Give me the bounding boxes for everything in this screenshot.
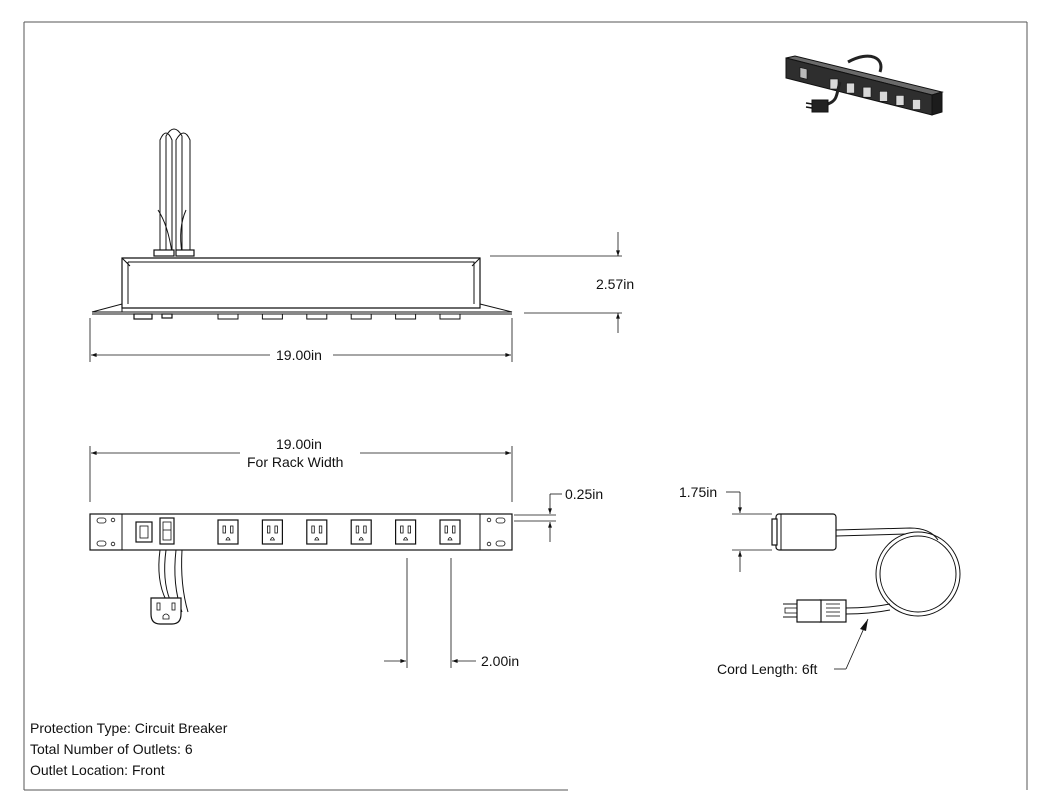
outlet-nub	[261, 313, 283, 320]
spec-protection-type: Protection Type: Circuit Breaker	[30, 720, 228, 736]
iso-outlet-icon	[879, 91, 888, 102]
outlet-icon	[261, 519, 283, 545]
side-height-label: 2.57in	[596, 276, 634, 292]
front-width-note: For Rack Width	[247, 454, 343, 470]
front-view: 19.00in For Rack Width	[89, 436, 603, 669]
cord-length-label: Cord Length: 6ft	[717, 661, 818, 677]
outlet-nub	[439, 313, 461, 320]
iso-outlet-icon	[895, 95, 905, 106]
cord-plug-icon	[783, 599, 847, 623]
cord-height-label: 1.75in	[679, 484, 717, 500]
side-width-label: 19.00in	[276, 347, 322, 363]
iso-outlet-icon	[829, 78, 839, 90]
outlet-icon	[439, 519, 461, 545]
outlet-nub	[350, 313, 372, 320]
power-switch-icon	[159, 517, 175, 545]
outlet-nub	[306, 313, 328, 320]
outlet-nub	[217, 313, 239, 320]
outlet-icon	[217, 519, 239, 545]
outlet-icon	[306, 519, 328, 545]
sheet-border	[23, 21, 1028, 791]
circuit-breaker-icon	[135, 521, 153, 543]
thickness-label: 0.25in	[565, 486, 603, 502]
iso-outlet-icon	[912, 99, 921, 110]
spec-outlet-location: Outlet Location: Front	[30, 762, 165, 778]
spec-notes: Protection Type: Circuit Breaker Total N…	[30, 720, 228, 778]
iso-outlet-icon	[846, 82, 855, 94]
outlet-icon	[350, 519, 372, 545]
outlet-icon	[395, 519, 417, 545]
isometric-view	[785, 54, 944, 116]
front-width-label: 19.00in	[276, 436, 322, 452]
iso-outlet-icon	[862, 86, 872, 98]
side-view: 2.57in 19.00in	[89, 128, 634, 363]
outlet-nub	[395, 313, 417, 320]
plug-end-icon	[150, 597, 182, 625]
spacing-label: 2.00in	[481, 653, 519, 669]
cord-detail-view: 1.75in Cord Length: 6ft	[679, 484, 961, 677]
spec-outlet-count: Total Number of Outlets: 6	[30, 741, 193, 757]
